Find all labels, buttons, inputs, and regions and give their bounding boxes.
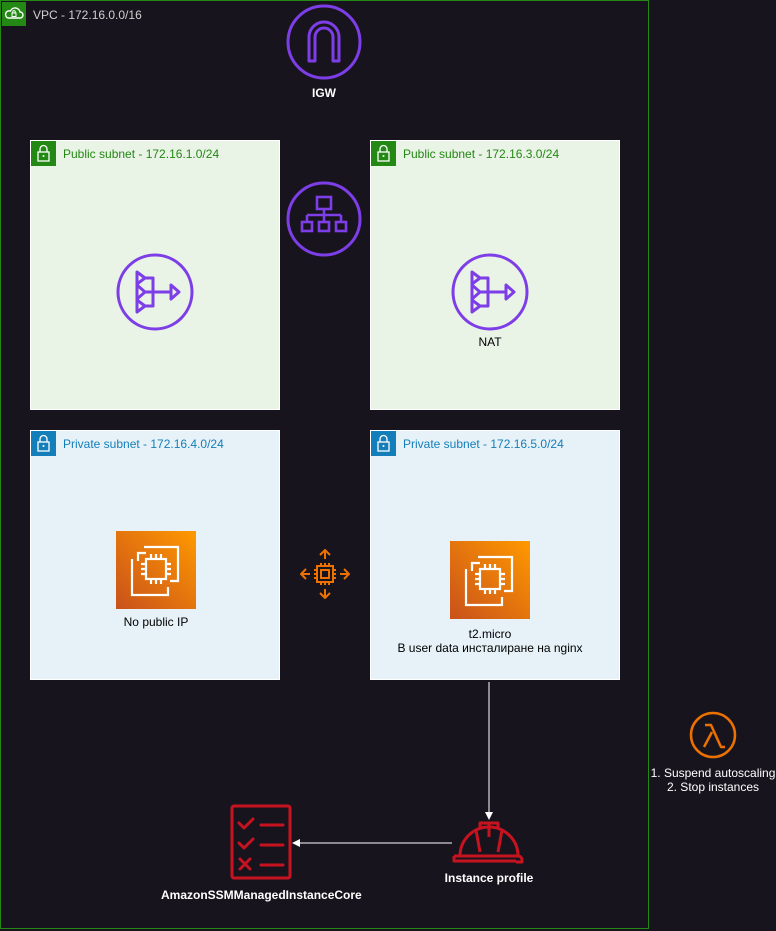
subnet-label: Private subnet - 172.16.4.0/24 xyxy=(63,437,224,451)
private-subnet-2: Private subnet - 172.16.5.0/24 t2.micro … xyxy=(370,430,620,680)
instance-profile-label: Instance profile xyxy=(444,871,534,885)
ec2-right-type: t2.micro xyxy=(468,627,512,641)
vpc-group: VPC - 172.16.0.0/16 xyxy=(0,0,649,929)
lock-icon xyxy=(371,431,396,456)
nat-gateway-icon xyxy=(450,252,530,332)
lambda-step-2: 2. Stop instances xyxy=(666,780,760,794)
vpc-label: VPC - 172.16.0.0/16 xyxy=(33,8,142,22)
lock-icon xyxy=(371,141,396,166)
private-subnet-1: Private subnet - 172.16.4.0/24 No public… xyxy=(30,430,280,680)
nat-label: NAT xyxy=(478,335,502,349)
lock-icon xyxy=(31,141,56,166)
ec2-instance-icon xyxy=(116,531,196,609)
subnet-label: Public subnet - 172.16.1.0/24 xyxy=(63,147,220,161)
ec2-left-label: No public IP xyxy=(123,615,189,629)
public-subnet-1: Public subnet - 172.16.1.0/24 xyxy=(30,140,280,410)
instance-profile-icon xyxy=(450,816,528,866)
ec2-right-userdata: В user data инсталиране на nginx xyxy=(397,641,583,655)
subnet-label: Public subnet - 172.16.3.0/24 xyxy=(403,147,560,161)
nat-gateway-icon xyxy=(115,252,195,332)
load-balancer-icon xyxy=(285,180,363,258)
auto-scaling-icon xyxy=(300,549,350,599)
iam-policy-icon xyxy=(229,803,293,881)
subnet-label: Private subnet - 172.16.5.0/24 xyxy=(403,437,564,451)
internet-gateway-icon xyxy=(285,3,363,81)
lambda-step-1: 1. Suspend autoscaling xyxy=(650,766,776,780)
lock-icon xyxy=(31,431,56,456)
igw-label: IGW xyxy=(312,86,336,100)
lambda-icon xyxy=(688,710,738,760)
vpc-cloud-icon xyxy=(2,2,26,26)
policy-label: AmazonSSMManagedInstanceCore xyxy=(161,888,362,902)
ec2-instance-icon xyxy=(450,541,530,619)
public-subnet-2: Public subnet - 172.16.3.0/24 NAT xyxy=(370,140,620,410)
